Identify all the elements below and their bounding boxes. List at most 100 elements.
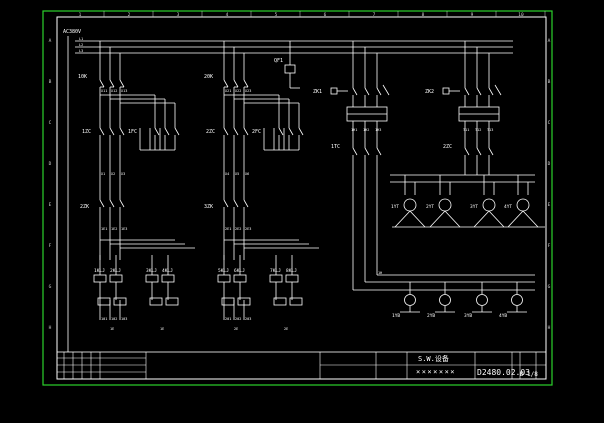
stage-mark: D: [520, 371, 524, 378]
terminal-label: X2: [111, 172, 115, 176]
contact-blade: [119, 127, 125, 136]
contact-blade: [164, 127, 170, 136]
coil-label: 5KLJ: [218, 268, 229, 274]
column-number: 4: [226, 12, 229, 18]
column-number: 9: [471, 12, 474, 18]
wire: [444, 210, 461, 228]
contact-blade: [223, 127, 229, 136]
relay-coil: [285, 274, 299, 283]
contact-blade: [364, 87, 370, 96]
coil-label: 7KLJ: [270, 268, 281, 274]
contact-blade: [109, 79, 115, 88]
coil-label: 1KLJ: [94, 268, 105, 274]
row-letter: H: [548, 325, 551, 331]
title-sub-text: ×××××××: [416, 368, 456, 376]
terminal-label: 203: [245, 317, 251, 321]
column-number: 8: [422, 12, 425, 18]
relay-coil: [217, 274, 231, 283]
coil-label: 6KLJ: [234, 268, 245, 274]
relay-coil: [93, 274, 107, 283]
heater-symbol: [516, 198, 530, 212]
qf-box: [284, 64, 296, 74]
relay-coil: [233, 274, 247, 283]
heater-symbol: [438, 198, 452, 212]
wire: [382, 84, 390, 96]
contact-blade: [364, 147, 370, 156]
terminal-label: 103: [121, 317, 127, 321]
bottom-mark: 1E: [160, 327, 164, 331]
contact-blade: [223, 79, 229, 88]
wire: [522, 210, 539, 228]
column-number: 2: [128, 12, 131, 18]
overload-label: 1FC: [128, 129, 137, 135]
bottom-mark: 2E: [234, 327, 238, 331]
contactor-label: 1ZC: [82, 129, 91, 135]
contact-blade: [488, 147, 494, 156]
contact-blade: [476, 147, 482, 156]
terminal-label: X11: [101, 89, 107, 93]
contact-blade: [154, 127, 160, 136]
relay-contact-box: [165, 297, 179, 306]
coil-label: 2KLJ: [110, 268, 121, 274]
terminal-label: X1: [101, 172, 105, 176]
row-letter: F: [548, 243, 551, 249]
terminal-label: 102: [111, 317, 117, 321]
wire: [429, 210, 446, 228]
title-block: S.W.设备 ××××××× D2480.02.03 D 1/8: [56, 351, 547, 380]
sheet-number: 1/8: [527, 371, 538, 378]
heater-symbol: [439, 294, 451, 306]
contact-blade: [109, 127, 115, 136]
terminal-label: X13: [121, 89, 127, 93]
terminal-label: X4: [225, 172, 229, 176]
heater-label: 1YT: [391, 204, 399, 210]
lower-contactor-label: 2ZK: [80, 204, 89, 210]
contact-blade: [278, 127, 284, 136]
contact-blade: [223, 199, 229, 208]
breaker-label: 10K: [78, 74, 87, 80]
relay-coil: [161, 274, 175, 283]
row-letter: G: [548, 284, 551, 290]
row-letter: A: [49, 38, 52, 44]
column-number: 3: [177, 12, 180, 18]
relay-coil: [145, 274, 159, 283]
row-letter: E: [49, 202, 52, 208]
heater-label: 3YT: [470, 204, 478, 210]
wire: [409, 210, 426, 228]
row-letter: B: [548, 79, 551, 85]
relay-coil: [269, 274, 283, 283]
contact-blade: [464, 147, 470, 156]
drawing-frame: [42, 10, 553, 386]
lower-contactor-label: 3ZK: [204, 204, 213, 210]
relay-contact-box: [289, 297, 303, 306]
heater-label: 2YB: [427, 313, 435, 319]
terminal-label: 201: [225, 317, 231, 321]
drawing-number: D2480.02.03: [477, 368, 530, 377]
contact-blade: [352, 147, 358, 156]
heater-symbol: [511, 294, 523, 306]
inner-frame: [56, 16, 547, 380]
row-letter: E: [548, 202, 551, 208]
contactor-label: 2ZC: [206, 129, 215, 135]
contact-blade: [464, 87, 470, 96]
switch-label: ZK2: [425, 89, 434, 95]
row-letter: D: [548, 161, 551, 167]
coil-label: 3KLJ: [146, 268, 157, 274]
heater-symbol: [482, 198, 496, 212]
contact-blade: [298, 127, 304, 136]
contact-blade: [243, 199, 249, 208]
contact-blade: [233, 199, 239, 208]
heater-symbol: [403, 198, 417, 212]
contact-blade: [488, 87, 494, 96]
title-block-outline: [56, 351, 547, 380]
coil-label: 8KLJ: [286, 268, 297, 274]
bottom-mark: 2E: [284, 327, 288, 331]
contact-blade: [99, 199, 105, 208]
contact-blade: [119, 79, 125, 88]
contact-blade: [99, 79, 105, 88]
terminal-label: T12: [475, 128, 481, 132]
contact-blade: [376, 87, 382, 96]
switch-box: [442, 87, 450, 95]
rail-label: 2ZC: [443, 144, 452, 150]
